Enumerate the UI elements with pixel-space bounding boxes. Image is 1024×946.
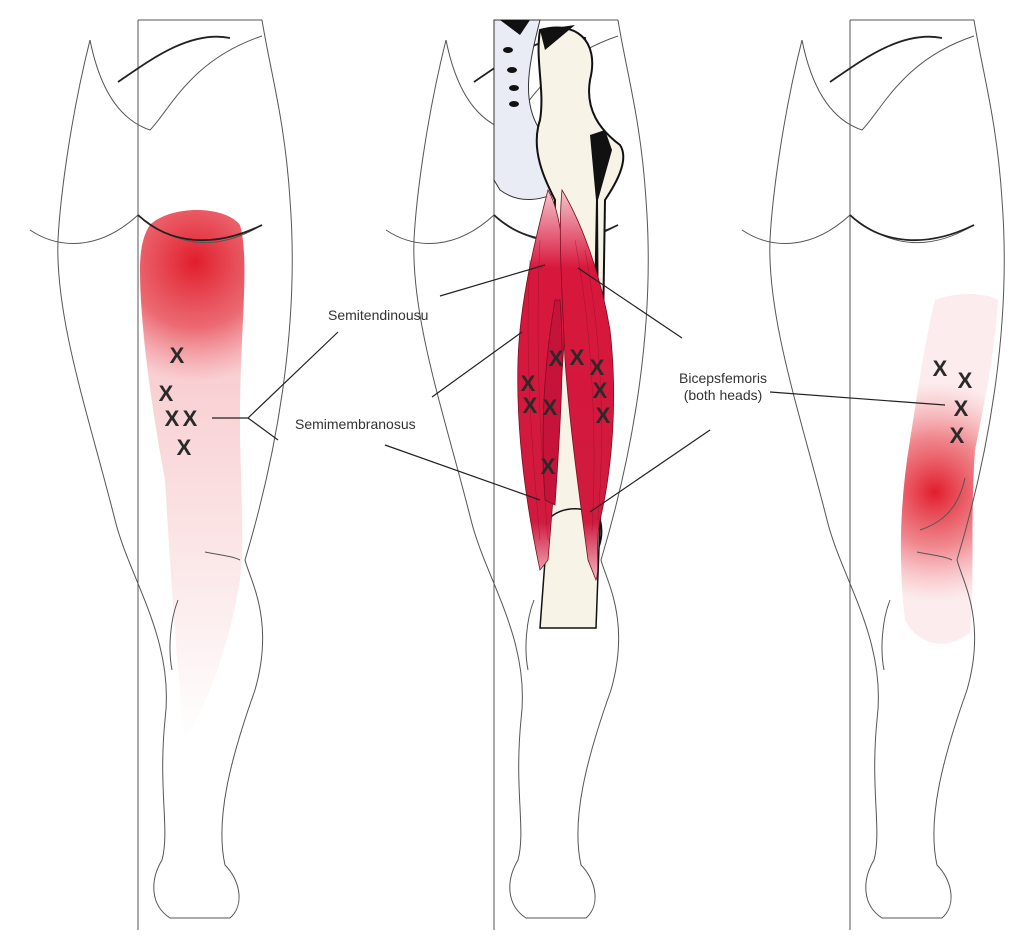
label-semimembranosus: Semimembranosus <box>295 416 416 432</box>
pain-area-lateral <box>900 294 998 644</box>
trigger-point-mark: X <box>933 356 948 381</box>
pain-area-medial <box>140 210 245 740</box>
trigger-point-mark: X <box>950 423 965 448</box>
leg-outline-left <box>29 19 294 931</box>
trigger-point-mark: X <box>543 395 558 420</box>
right-leg-referral-pattern <box>741 19 1006 931</box>
label-biceps-femoris: Bicepsfemoris <box>679 370 767 386</box>
trigger-point-mark: X <box>523 393 538 418</box>
trigger-point-mark: X <box>958 368 973 393</box>
trigger-points: X X X X X X X X X X X X X X X X X X <box>159 343 973 479</box>
trigger-point-mark: X <box>590 355 605 380</box>
trigger-point-mark: X <box>954 396 969 421</box>
hamstring-muscles <box>517 188 615 582</box>
middle-leg-anatomy <box>385 19 650 931</box>
leader-lines <box>212 264 946 513</box>
trigger-point-mark: X <box>570 345 585 370</box>
label-semitendinosus: Semitendinousu <box>328 307 428 323</box>
trigger-point-mark: X <box>596 403 611 428</box>
trigger-point-mark: X <box>165 406 180 431</box>
sacrum-foramina <box>500 20 530 107</box>
trigger-point-mark: X <box>541 454 556 479</box>
trigger-point-mark: X <box>521 371 536 396</box>
trigger-point-mark: X <box>170 343 185 368</box>
semimembranosus-muscle <box>542 299 563 506</box>
trigger-point-mark: X <box>183 406 198 431</box>
trigger-point-mark: X <box>159 381 174 406</box>
left-leg-referral-pattern <box>29 19 294 931</box>
trigger-point-mark: X <box>593 378 608 403</box>
label-biceps-femoris-sub: (both heads) <box>684 387 763 403</box>
trigger-point-mark: X <box>177 435 192 460</box>
trigger-point-mark: X <box>549 346 564 371</box>
